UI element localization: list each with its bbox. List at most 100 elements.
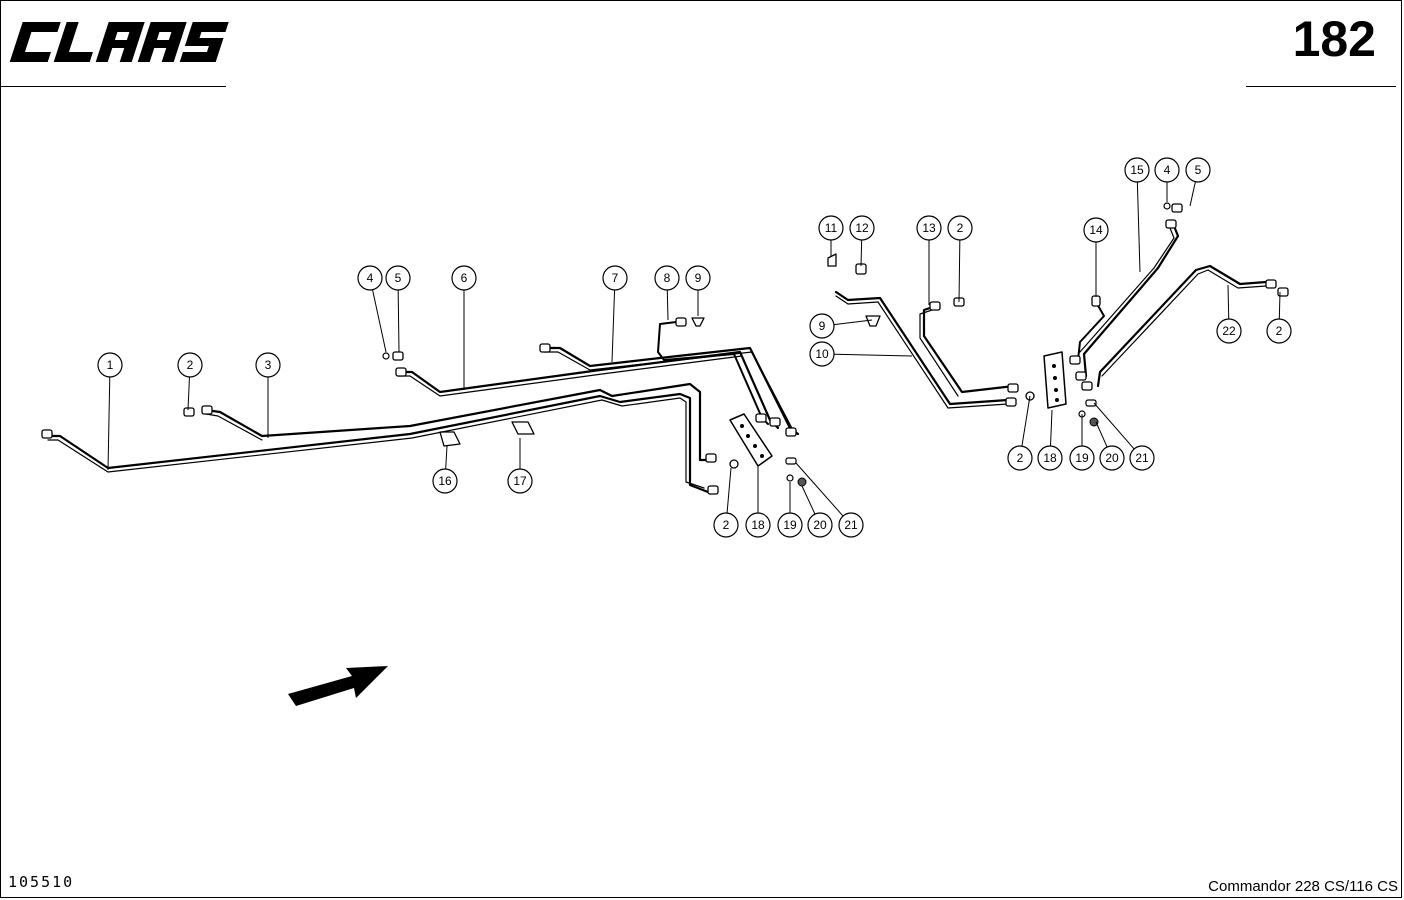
header-rule-right xyxy=(1246,86,1396,87)
callout-number: 2 xyxy=(723,518,730,532)
callout-2: 2 xyxy=(1007,395,1033,471)
direction-arrow xyxy=(288,666,388,706)
pipe-10 xyxy=(834,290,1010,406)
callout-circle xyxy=(809,313,835,339)
callout-number: 12 xyxy=(855,221,869,235)
callout-number: 7 xyxy=(612,271,619,285)
page-number: 182 xyxy=(1292,11,1376,67)
leader-line xyxy=(833,319,873,326)
callout-13: 13 xyxy=(916,215,942,305)
callout-number: 18 xyxy=(751,518,765,532)
callout-number: 15 xyxy=(1130,163,1144,177)
callout-circle xyxy=(507,468,533,494)
leader-line xyxy=(1095,421,1108,448)
callout-3: 3 xyxy=(255,352,281,438)
callout-number: 5 xyxy=(1195,163,1202,177)
pipe-3 xyxy=(204,382,714,462)
callout-circle xyxy=(807,512,833,538)
callout-number: 2 xyxy=(187,358,194,372)
claas-logo xyxy=(9,22,229,62)
model-name: Commandor 228 CS/116 CS xyxy=(1208,878,1398,895)
callout-circle xyxy=(685,265,711,291)
callout-circle xyxy=(602,265,628,291)
callout-number: 2 xyxy=(957,221,964,235)
callout-circle xyxy=(947,215,973,241)
leader-line xyxy=(666,289,669,321)
callout-circle xyxy=(385,265,411,291)
callout-circle xyxy=(849,215,875,241)
callout-11: 11 xyxy=(818,215,844,256)
callout-number: 9 xyxy=(819,319,826,333)
callout-number: 11 xyxy=(825,221,838,235)
callout-9: 9 xyxy=(685,265,711,316)
callout-number: 16 xyxy=(438,474,452,488)
callout-circle xyxy=(745,512,771,538)
callout-18: 18 xyxy=(745,465,771,538)
callout-circle xyxy=(713,512,739,538)
callout-12: 12 xyxy=(849,215,875,267)
callout-circle xyxy=(97,352,123,378)
callout-number: 10 xyxy=(815,347,829,361)
pipe-14 xyxy=(1077,301,1105,361)
leader-line xyxy=(611,289,616,363)
callout-2: 2 xyxy=(1266,291,1292,344)
callout-number: 21 xyxy=(1135,451,1149,465)
pipe-1 xyxy=(46,392,710,494)
callout-circle xyxy=(654,265,680,291)
callout-circle xyxy=(1266,318,1292,344)
leader-line xyxy=(397,289,400,353)
leader-line xyxy=(1049,409,1053,447)
callout-circle xyxy=(1069,445,1095,471)
callout-4: 4 xyxy=(1154,157,1180,202)
callout-1: 1 xyxy=(97,352,123,471)
callout-18: 18 xyxy=(1037,409,1063,471)
callout-circle xyxy=(1099,445,1125,471)
callout-5: 5 xyxy=(385,265,411,353)
leader-line xyxy=(1227,284,1230,320)
callout-16: 16 xyxy=(432,445,458,494)
callout-circle xyxy=(1037,445,1063,471)
callout-20: 20 xyxy=(801,485,833,538)
callout-2: 2 xyxy=(713,467,739,538)
callout-number: 5 xyxy=(395,271,402,285)
callout-number: 2 xyxy=(1017,451,1024,465)
callout-number: 22 xyxy=(1222,324,1236,338)
callout-circle xyxy=(1129,445,1155,471)
callout-8: 8 xyxy=(654,265,680,321)
callout-circle xyxy=(1007,445,1033,471)
pipe-8 xyxy=(657,321,769,425)
leader-line xyxy=(726,467,732,514)
leader-line xyxy=(833,353,913,357)
callout-number: 21 xyxy=(844,518,858,532)
leader-line xyxy=(1189,181,1196,207)
callout-number: 20 xyxy=(1105,451,1119,465)
callout-2: 2 xyxy=(947,215,973,303)
callout-number: 6 xyxy=(461,271,468,285)
callout-number: 14 xyxy=(1089,223,1103,237)
pipe-22 xyxy=(1096,264,1268,388)
callout-number: 17 xyxy=(513,474,527,488)
callout-number: 13 xyxy=(922,221,936,235)
callout-circle xyxy=(777,512,803,538)
leader-line xyxy=(1136,181,1141,273)
callout-22: 22 xyxy=(1216,284,1242,344)
callout-number: 19 xyxy=(783,518,797,532)
leader-line xyxy=(1093,402,1135,450)
leader-line xyxy=(795,462,844,517)
callout-circle xyxy=(357,265,383,291)
callout-circle xyxy=(432,468,458,494)
callout-circle xyxy=(255,352,281,378)
pipe-13 xyxy=(922,304,1016,394)
callout-circle xyxy=(838,512,864,538)
callout-circle xyxy=(818,215,844,241)
callout-20: 20 xyxy=(1095,421,1125,471)
callout-9: 9 xyxy=(809,313,873,339)
callout-number: 9 xyxy=(695,271,702,285)
callout-circle xyxy=(1154,157,1180,183)
callout-15: 15 xyxy=(1124,157,1150,273)
callout-circle xyxy=(916,215,942,241)
callout-circle xyxy=(1083,217,1109,243)
callout-number: 8 xyxy=(664,271,671,285)
